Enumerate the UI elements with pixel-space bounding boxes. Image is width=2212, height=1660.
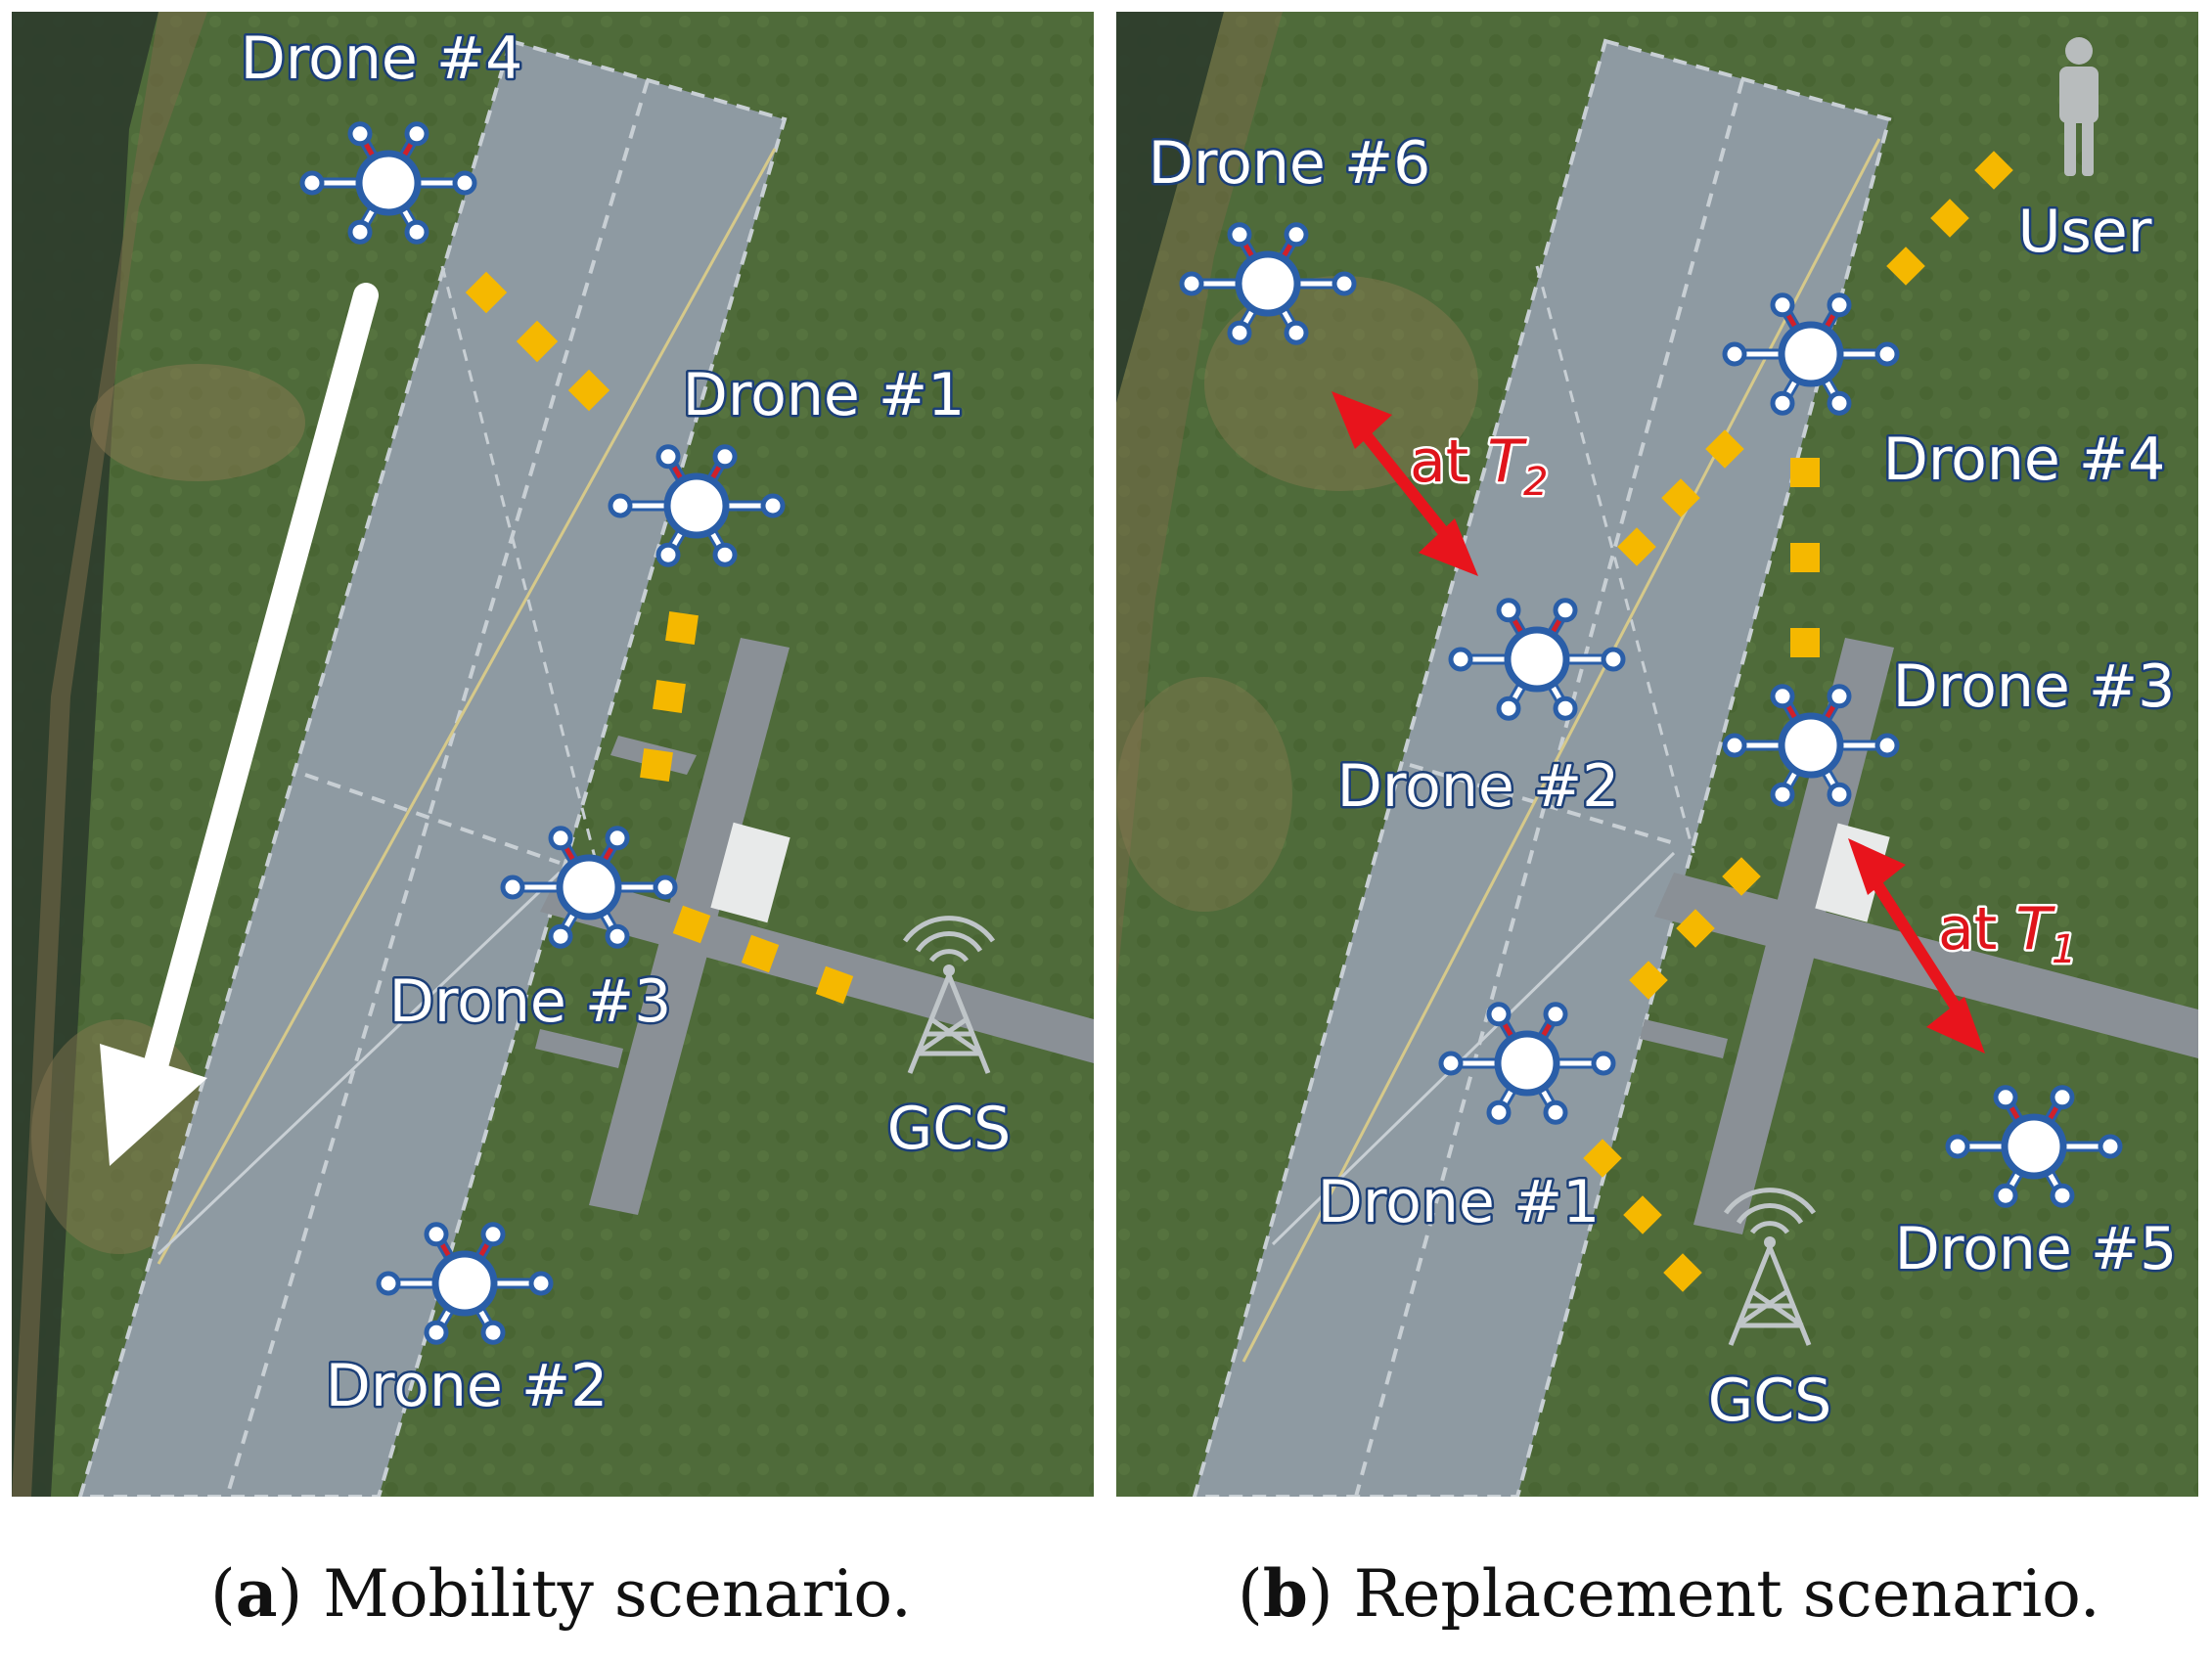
drone-6-label: Drone #6 [1149, 129, 1431, 198]
drone-4-label: Drone #4 [241, 24, 523, 93]
double-arrow-icon [1848, 838, 1985, 1054]
drone-icon [500, 826, 678, 949]
person-icon [2059, 37, 2099, 176]
antenna-tower-icon [1723, 1188, 1817, 1346]
caption-text: Replacement scenario. [1332, 1556, 2100, 1632]
caption-letter: a [235, 1555, 278, 1632]
drone-4-label: Drone #4 [1883, 426, 2166, 494]
user-label: User [2018, 198, 2152, 266]
drone-icon [1722, 684, 1900, 807]
panel-replacement-scenario: at T2 at T1 User GCS Drone #6 Drone #4 [1116, 12, 2198, 1497]
link-drone3-drone1 [1629, 857, 1761, 1000]
link-drone4-drone3 [1790, 458, 1820, 657]
caption-letter: b [1262, 1555, 1308, 1632]
drone-1-label: Drone #1 [1318, 1168, 1601, 1236]
drone-icon [1438, 1002, 1616, 1125]
drone-1-label: Drone #1 [683, 361, 966, 429]
gcs-label: GCS [887, 1095, 1011, 1163]
timing-t2-label: at T2 [1410, 427, 1548, 505]
double-arrow-icon [1332, 391, 1478, 576]
drone-icon [299, 121, 477, 245]
caption-mobility-scenario: (a) Mobility scenario. [210, 1555, 912, 1632]
gcs-label: GCS [1708, 1367, 1831, 1435]
caption-text: Mobility scenario. [302, 1556, 912, 1632]
aerial-map-b: at T2 at T1 User GCS Drone #6 Drone #4 [1116, 12, 2198, 1497]
link-drone3-gcs [672, 905, 854, 1005]
drone-5-label: Drone #5 [1895, 1215, 2178, 1283]
caption-replacement-scenario: (b) Replacement scenario. [1238, 1555, 2100, 1632]
drone-icon [1448, 598, 1626, 721]
drone-icon [1722, 292, 1900, 416]
link-drone1-drone3 [640, 611, 699, 782]
panel-mobility-scenario: GCS Drone #4 Drone #1 Drone #3 Drone #2 [12, 12, 1094, 1497]
drone-2-label: Drone #2 [1337, 752, 1620, 821]
aerial-map-a: GCS Drone #4 Drone #1 Drone #3 Drone #2 [12, 12, 1094, 1497]
timing-t1-label: at T1 [1938, 895, 2076, 972]
drone-3-label: Drone #3 [1893, 652, 2176, 721]
drone-icon [608, 444, 786, 567]
drone-2-label: Drone #2 [326, 1352, 609, 1420]
drone-icon [1945, 1085, 2123, 1208]
antenna-tower-icon [902, 916, 996, 1074]
drone-icon [376, 1222, 554, 1345]
drone-3-label: Drone #3 [389, 967, 672, 1036]
movement-arrow-icon [100, 283, 379, 1166]
drone-icon [1179, 222, 1357, 345]
